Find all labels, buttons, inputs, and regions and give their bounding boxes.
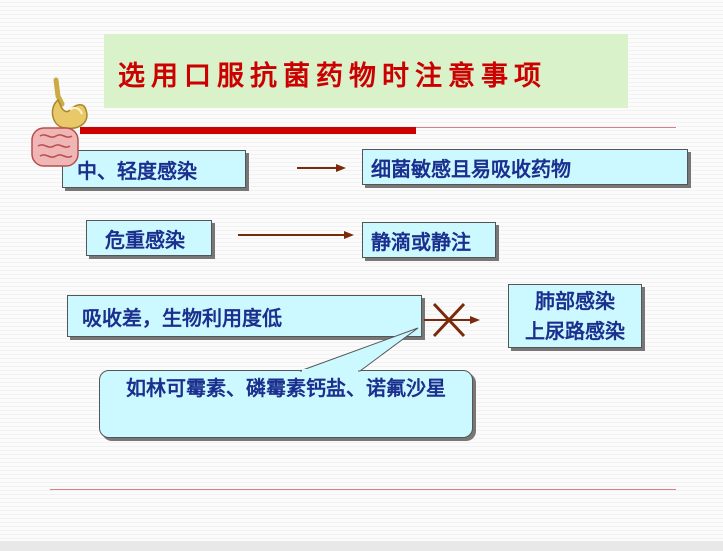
callout-pointer-joint <box>302 369 358 373</box>
iv-route-label: 静滴或静注 <box>371 229 471 254</box>
poor-absorption-label: 吸收差，生物利用度低 <box>82 305 282 330</box>
divider-line-bottom <box>50 489 676 490</box>
title-box: 选用口服抗菌药物时注意事项 <box>104 34 628 108</box>
mild-infection-label: 中、轻度感染 <box>77 158 197 183</box>
arrow-right-icon <box>297 164 346 172</box>
urinary-infection-label: 上尿路感染 <box>525 319 625 343</box>
accent-bar <box>80 127 416 134</box>
cross-icon <box>432 302 466 338</box>
lung-infection-label: 肺部感染 <box>535 289 615 313</box>
severe-infection-box: 危重感染 <box>86 220 212 256</box>
arrow-right-icon <box>238 231 354 239</box>
infection-site-box: 肺部感染 上尿路感染 <box>508 284 642 348</box>
example-drugs-callout: 如林可霉素、磷霉素钙盐、诺氟沙星 <box>99 370 473 438</box>
poor-absorption-box: 吸收差，生物利用度低 <box>67 295 422 337</box>
stomach-intestine-icon <box>31 77 88 167</box>
divider-line-top <box>416 127 676 128</box>
slide-title: 选用口服抗菌药物时注意事项 <box>118 61 547 92</box>
absorbable-drug-label: 细菌敏感且易吸收药物 <box>371 156 571 181</box>
mild-infection-box: 中、轻度感染 <box>62 150 246 188</box>
iv-route-box: 静滴或静注 <box>362 222 496 258</box>
severe-infection-label: 危重感染 <box>105 227 185 252</box>
bottom-band <box>0 541 723 551</box>
example-drugs-text: 如林可霉素、磷霉素钙盐、诺氟沙星 <box>126 376 446 400</box>
absorbable-drug-box: 细菌敏感且易吸收药物 <box>362 149 688 185</box>
callout-pointer <box>299 327 419 372</box>
